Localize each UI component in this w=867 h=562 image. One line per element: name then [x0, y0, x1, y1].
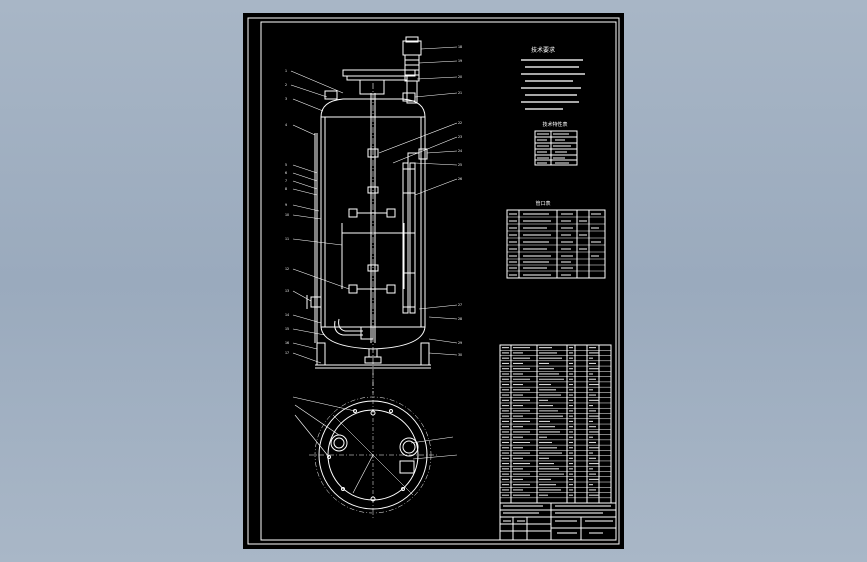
tech-requirements: 技术要求: [521, 46, 585, 110]
title-block: [499, 502, 617, 541]
plan-inner-circle: [327, 409, 419, 501]
svg-text:2: 2: [285, 83, 287, 87]
nozzle-table: 管口表: [506, 200, 606, 279]
motor-top: [402, 40, 422, 56]
svg-text:3: 3: [285, 97, 287, 101]
svg-text:9: 9: [285, 203, 287, 207]
svg-text:25: 25: [458, 163, 462, 167]
svg-text:20: 20: [458, 75, 462, 79]
svg-text:1: 1: [285, 69, 287, 73]
inner-frame: [260, 21, 617, 541]
svg-text:13: 13: [285, 289, 289, 293]
svg-text:28: 28: [458, 317, 462, 321]
plan-nozzle-right: [399, 437, 419, 457]
svg-text:10: 10: [285, 213, 289, 217]
svg-text:5: 5: [285, 163, 287, 167]
nozzle-table-title: 管口表: [535, 200, 550, 207]
parts-list: [499, 344, 612, 504]
plan-nozzle-left: [330, 434, 348, 452]
svg-text:11: 11: [285, 237, 289, 241]
svg-text:12: 12: [285, 267, 289, 271]
svg-text:6: 6: [285, 171, 287, 175]
svg-text:7: 7: [285, 179, 287, 183]
svg-text:16: 16: [285, 341, 289, 345]
svg-text:8: 8: [285, 187, 287, 191]
svg-text:18: 18: [458, 45, 462, 49]
leader-lines-left: [290, 70, 350, 364]
svg-text:14: 14: [285, 313, 289, 317]
coil-tube-right: [409, 162, 416, 314]
vessel-plan-view: [292, 396, 458, 514]
note-title: 技术要求: [531, 46, 555, 54]
svg-text:30: 30: [458, 353, 462, 357]
outer-frame: [247, 17, 620, 545]
svg-text:19: 19: [458, 59, 462, 63]
coil-tube-left: [402, 162, 409, 314]
side-nozzle: [310, 296, 322, 308]
spec-table: 技术特性表: [534, 121, 578, 166]
svg-text:26: 26: [458, 177, 462, 181]
drive-bracket: [342, 69, 416, 77]
svg-text:27: 27: [458, 303, 462, 307]
svg-text:23: 23: [458, 135, 462, 139]
svg-text:15: 15: [285, 327, 289, 331]
svg-text:22: 22: [458, 121, 462, 125]
leg-right: [420, 342, 430, 366]
svg-text:17: 17: [285, 351, 289, 355]
spec-table-title: 技术特性表: [542, 121, 567, 128]
reducer: [359, 79, 385, 95]
svg-text:29: 29: [458, 341, 462, 345]
svg-text:4: 4: [285, 123, 287, 127]
svg-text:24: 24: [458, 149, 462, 153]
svg-text:21: 21: [458, 91, 462, 95]
leader-lines-right: [378, 46, 458, 356]
